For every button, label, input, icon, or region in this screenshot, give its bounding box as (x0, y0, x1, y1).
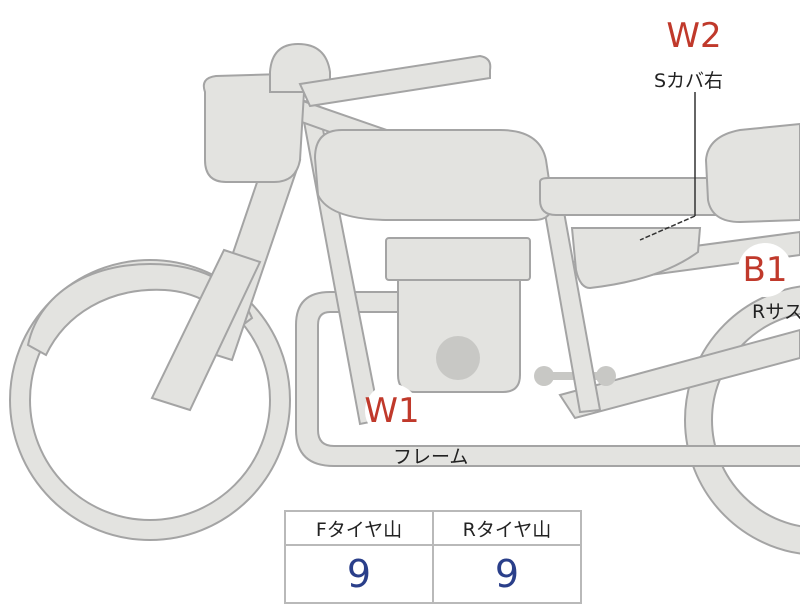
headlight (202, 72, 306, 183)
fork-lower (150, 248, 262, 412)
marker-backgrounds (365, 9, 792, 438)
front-tire-header: Fタイヤ山 (284, 510, 434, 546)
front-fender (26, 263, 254, 357)
engine-top (385, 237, 531, 281)
swingarm (558, 328, 800, 420)
side-cover (570, 227, 702, 290)
marker-w2: W2 (654, 16, 734, 56)
marker-b1-label: Rサス (752, 301, 800, 323)
tread-value-row: 9 9 (284, 544, 582, 604)
engine-block (397, 279, 521, 393)
marker-b1-code: B1 (742, 250, 788, 290)
rear-cowl (704, 122, 800, 224)
tread-header-row: Fタイヤ山 Rタイヤ山 (284, 510, 582, 546)
w2-leader (639, 92, 696, 241)
marker-b1: B1 (725, 250, 800, 290)
rear-tire-header: Rタイヤ山 (432, 510, 582, 546)
marker-w1-code: W1 (364, 391, 420, 431)
tire-tread-table: Fタイヤ山 Rタイヤ山 9 9 (284, 510, 582, 604)
engine-cover (436, 336, 480, 380)
marker-w1-label: フレーム (393, 446, 469, 468)
rear-tire-value: 9 (432, 544, 582, 604)
front-tire-value: 9 (284, 544, 434, 604)
speedometer (269, 42, 331, 93)
handlebar (298, 54, 492, 108)
marker-w2-label: Sカバ右 (654, 70, 724, 92)
marker-w1: W1 (352, 391, 432, 431)
fuel-tank (313, 129, 554, 221)
motorcycle-silhouette (9, 42, 800, 555)
marker-w2-code: W2 (666, 16, 722, 56)
